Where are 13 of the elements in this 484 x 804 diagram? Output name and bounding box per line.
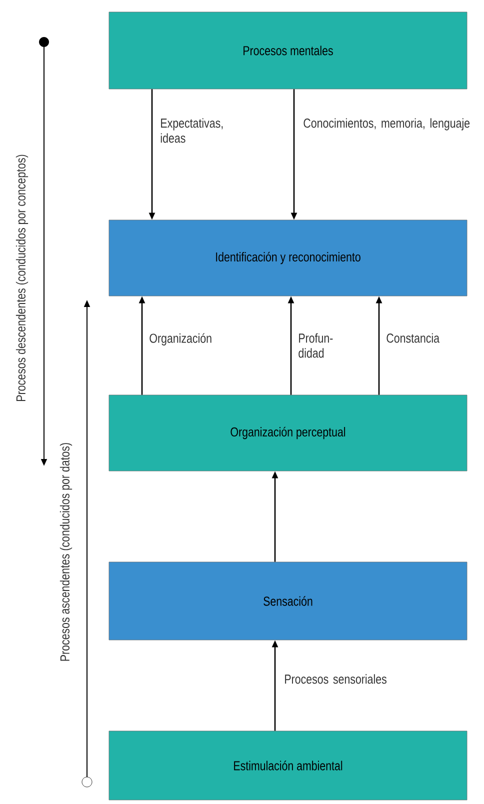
edge-label: Conocimientos, memoria, lenguaje	[304, 118, 470, 130]
edge-label: Procesos sensoriales	[285, 674, 386, 684]
axis-label: Procesos ascendentes (conducidos por datos)	[60, 443, 72, 661]
edge-label: Organización	[150, 333, 212, 346]
process-box: Identificación y reconocimiento	[108, 220, 468, 296]
edge-label: Expectativas, ideas	[160, 118, 223, 143]
edge-label: Profun- didad	[298, 333, 333, 358]
process-box: Organización perceptual	[108, 394, 468, 472]
process-box: Sensación	[108, 562, 468, 640]
process-box: Estimulación ambiental	[108, 730, 468, 800]
edge-label: Constancia	[386, 333, 440, 343]
axis-label: Procesos descendentes (conducidos por conceptos)	[16, 154, 28, 401]
process-box: Procesos mentales	[108, 12, 468, 90]
